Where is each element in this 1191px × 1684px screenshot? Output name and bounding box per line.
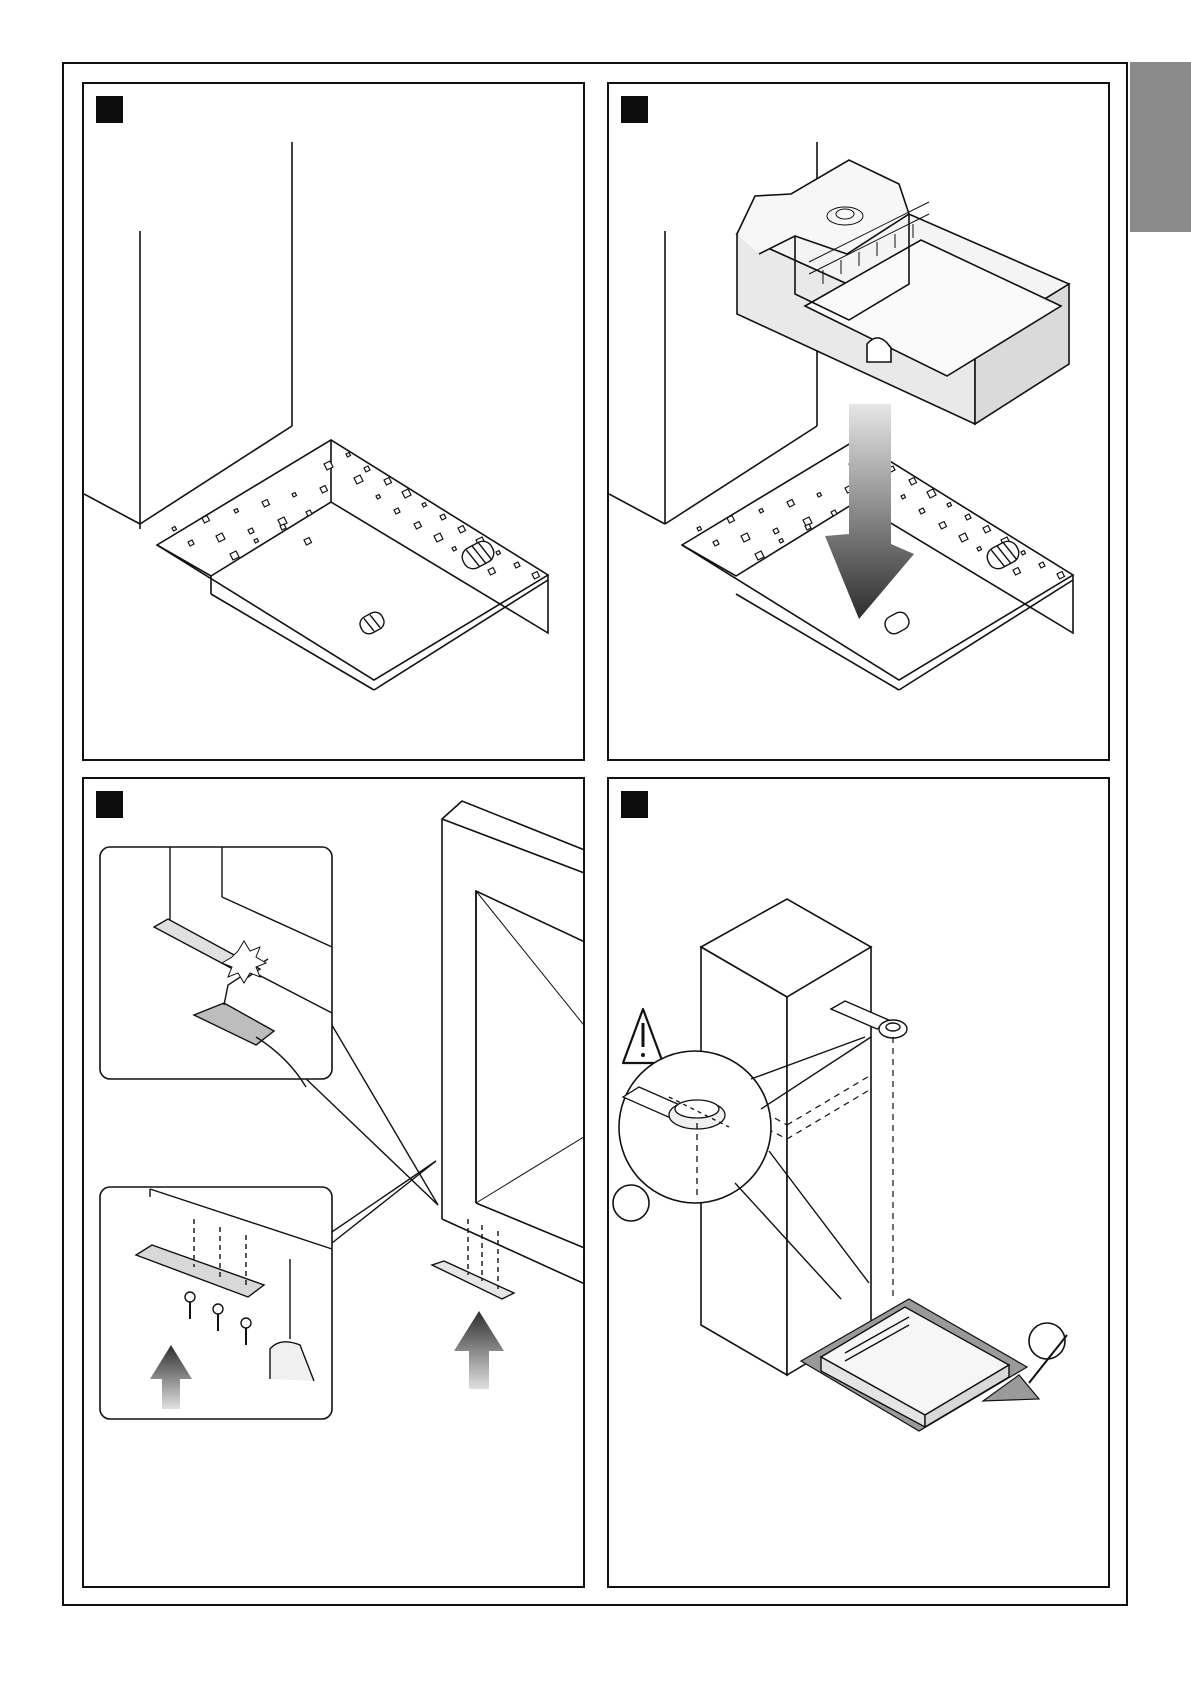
wall-stone	[919, 508, 925, 514]
step-marker-1	[96, 96, 123, 123]
wall-stone	[234, 509, 239, 514]
wall-stone	[805, 524, 811, 530]
wall-stone	[422, 503, 427, 508]
wall-stone	[254, 539, 259, 544]
wall-stone	[759, 509, 764, 514]
gate-leaf	[442, 801, 585, 1285]
wall-stone	[697, 527, 702, 532]
step-panel-1	[82, 82, 585, 761]
wall-stone	[280, 524, 286, 530]
step-marker-2	[621, 96, 648, 123]
wall-stone	[514, 562, 520, 568]
wall-stone	[831, 510, 837, 516]
section-tab	[1130, 62, 1191, 232]
step-marker-3	[96, 791, 123, 818]
step-panel-4	[607, 777, 1110, 1588]
wall-stone	[1039, 562, 1045, 568]
step-panel-3	[82, 777, 585, 1588]
wall-stone	[1021, 551, 1026, 556]
foundation-box	[737, 160, 1069, 424]
wall-stone	[779, 539, 784, 544]
wall-stone	[817, 493, 822, 498]
wall-stone	[248, 528, 254, 534]
wall-stone	[713, 540, 719, 546]
wall-stone	[188, 540, 194, 546]
up-arrow-icon	[454, 1311, 504, 1389]
bracket-under-leaf	[432, 1219, 514, 1299]
wall-stone	[172, 527, 177, 532]
magnified-hinge-detail	[619, 1051, 771, 1203]
wall-stone	[394, 508, 400, 514]
wall-stone	[773, 528, 779, 534]
wall-stone	[977, 547, 982, 552]
step-marker-4	[621, 791, 648, 818]
wall-stone	[346, 453, 351, 458]
box-lowering-illustration	[609, 84, 1110, 761]
step-panel-2	[607, 82, 1110, 761]
wall-stone	[292, 493, 297, 498]
bracket-fixing-illustration	[84, 779, 585, 1588]
callout-circle-b	[1029, 1323, 1065, 1359]
wall-stone	[376, 495, 381, 500]
wall-stone	[947, 503, 952, 508]
inset-screw-fixing-detail	[100, 1187, 332, 1419]
wall-stone	[364, 466, 370, 472]
wall-stone	[452, 547, 457, 552]
callout-circle-a	[613, 1185, 649, 1221]
wall-stone	[306, 510, 312, 516]
inset-drilling-detail	[100, 847, 332, 1087]
warning-triangle-icon	[623, 1009, 663, 1063]
wall-stone	[496, 551, 501, 556]
pit-illustration	[84, 84, 585, 761]
wall-stone	[965, 514, 971, 520]
alignment-illustration	[609, 779, 1110, 1588]
wall-stone	[901, 495, 906, 500]
wall-stone	[440, 514, 446, 520]
